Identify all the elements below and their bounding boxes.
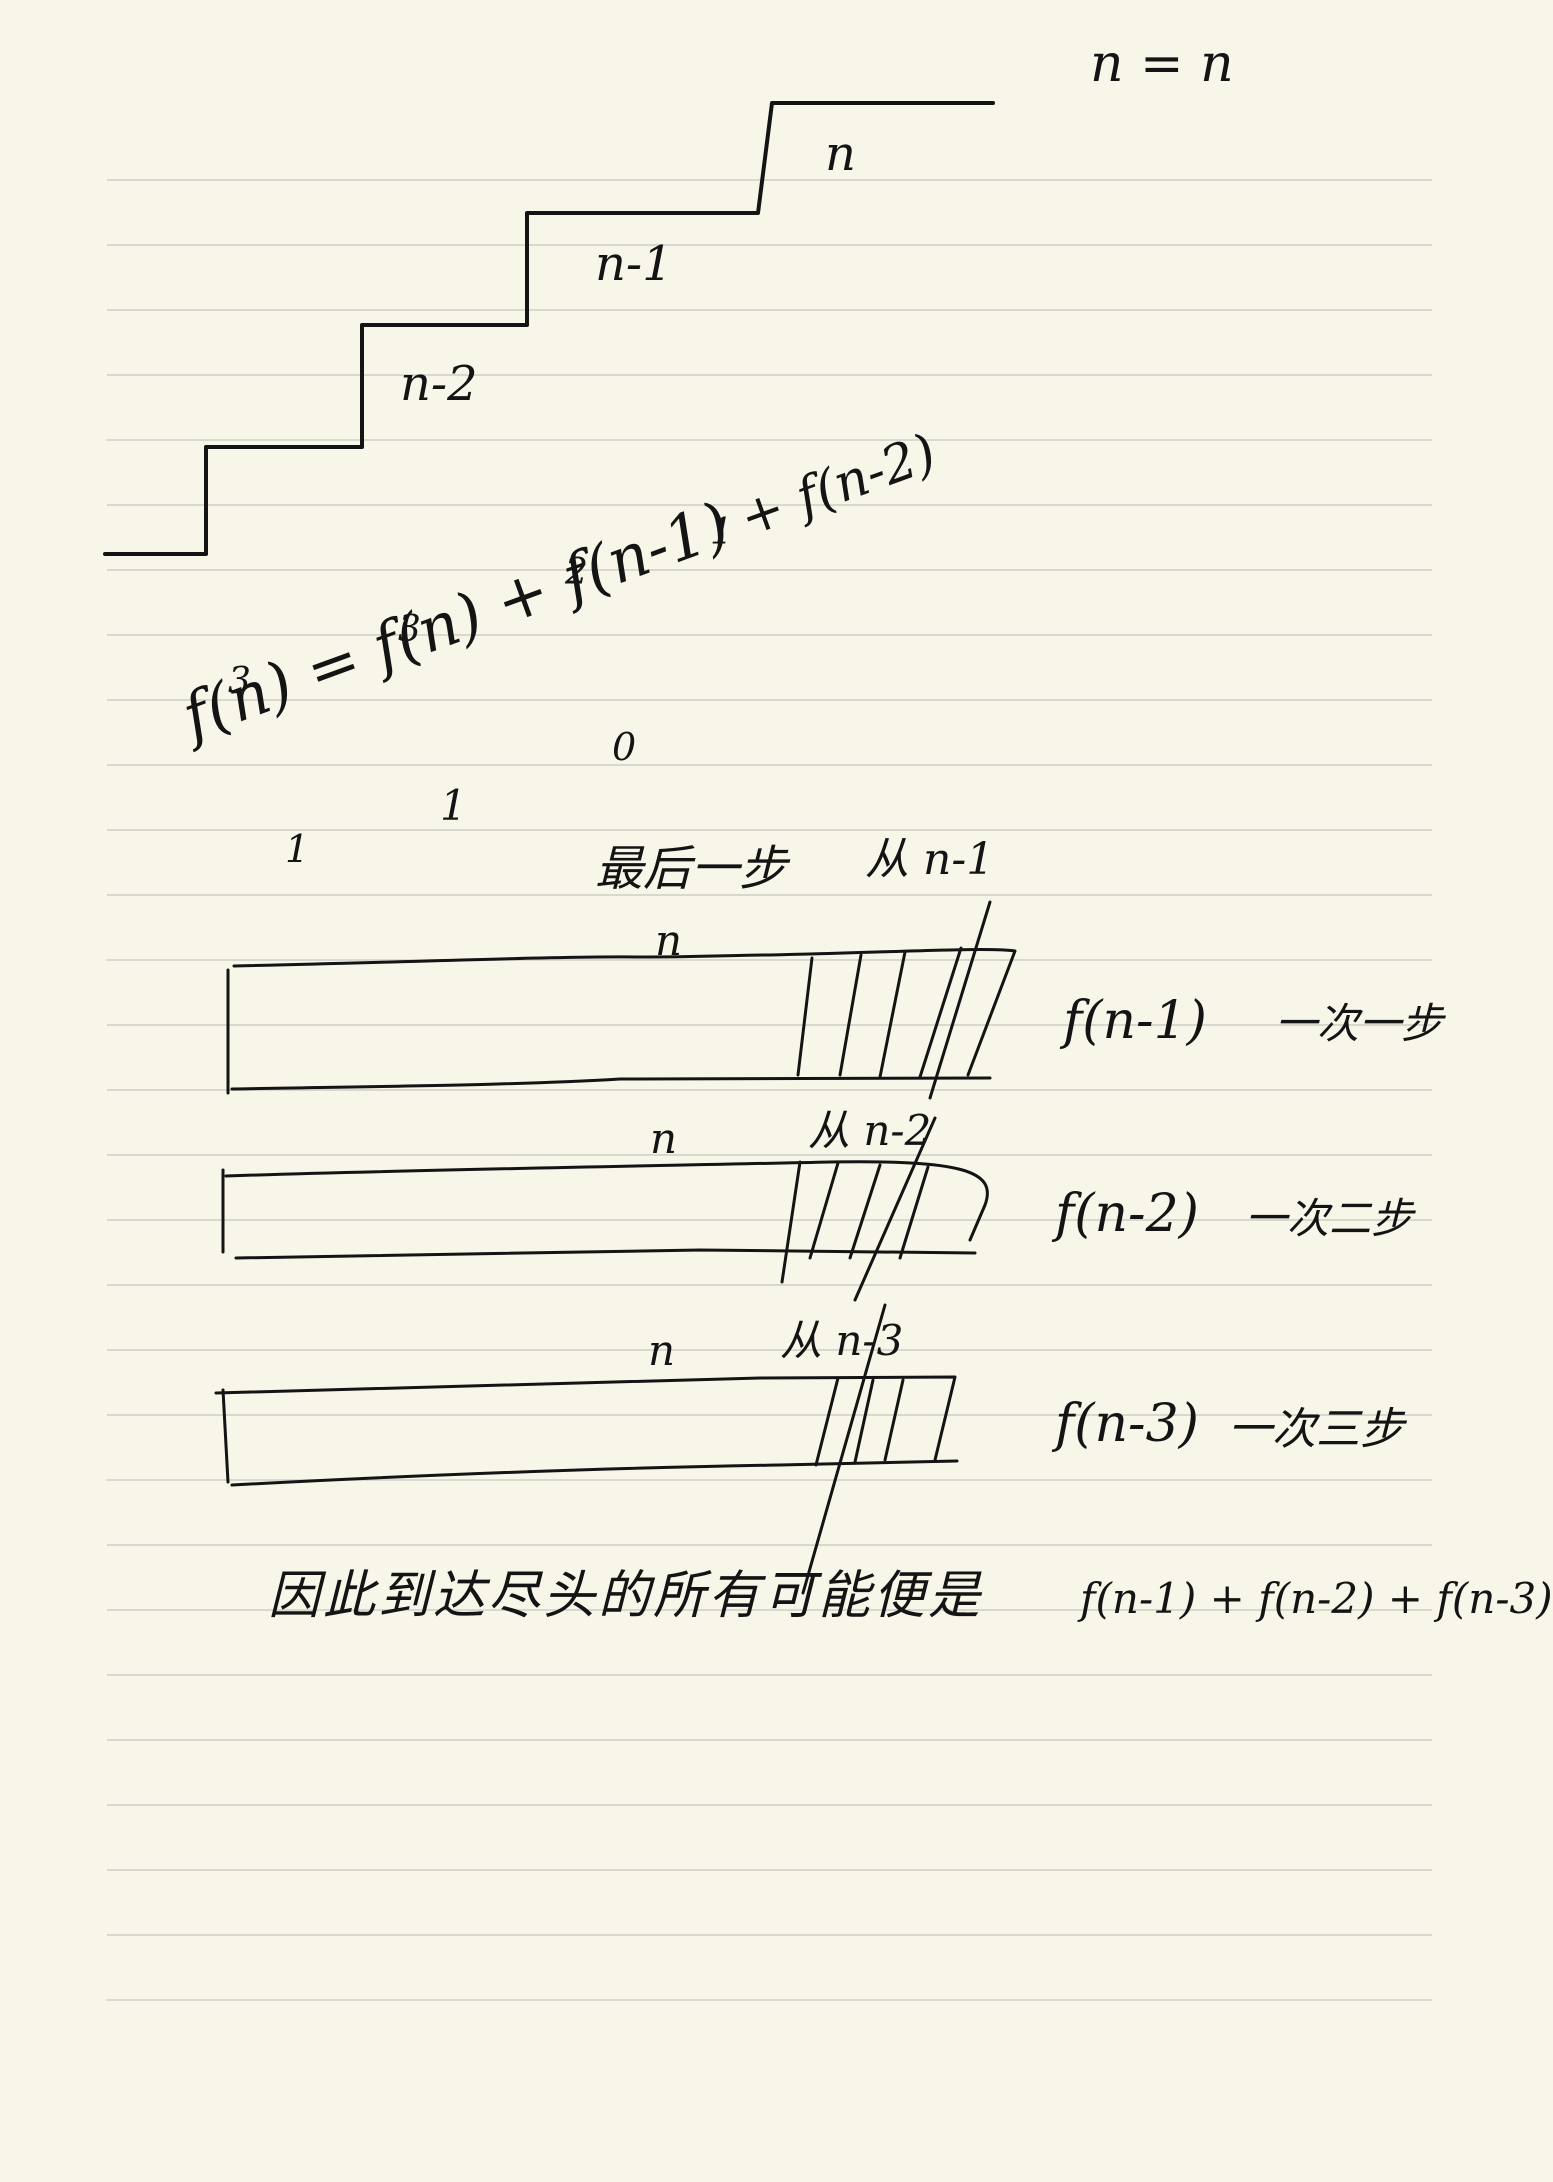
bar-2-top-edge [224,1160,989,1242]
step-label-n-2: n-2 [400,356,478,412]
bar-3-left-edge [221,1388,230,1484]
bar-1-hatch [796,946,963,1079]
bar-2-hatch [780,1160,930,1284]
bar-3-slash [801,1303,887,1595]
bottom-number-3: 0 [612,725,637,769]
staircase-outline [103,101,995,556]
bar-3-desc-f: f(n-3) [1055,1394,1199,1454]
bar-3-top-edge [214,1375,957,1462]
top-number-2: 3 [398,609,421,650]
top-number-4: 1 [710,512,733,553]
bar-3 [214,1303,959,1595]
top-number-1: 3 [228,661,251,702]
bar-2-desc-text: 一次二步 [1245,1194,1414,1243]
bar-1-from: 从 n-1 [865,834,995,885]
top-number-3: 2 [565,552,588,593]
bar-1-slash [928,900,992,1100]
conclusion-text: 因此到达尽头的所有可能便是 [268,1566,984,1626]
stair-equation: n = n [1090,34,1234,94]
bar-3-from: 从 n-3 [780,1316,904,1365]
last-step-label: 最后一步 [595,841,788,897]
step-label-n-1: n-1 [595,236,673,292]
bar-1 [226,900,1017,1100]
bar-3-bottom-edge [230,1459,959,1487]
bar-2 [221,1116,989,1302]
bar-1-desc-f: f(n-1) [1063,991,1207,1051]
bottom-number-2: 1 [440,781,467,830]
bar-3-desc-text: 一次三步 [1228,1404,1404,1455]
bar-2-desc-f: f(n-2) [1055,1184,1199,1244]
bar-1-top-edge [232,948,1017,1077]
bar-2-from: 从 n-2 [808,1106,932,1155]
bar-1-label: n [655,916,683,965]
conclusion-formula: f(n-1) + f(n-2) + f(n-3) [1080,1574,1553,1623]
bar-1-desc-text: 一次一步 [1275,999,1444,1048]
bar-3-label: n [648,1326,676,1375]
bar-2-label: n [650,1114,678,1163]
bar-2-bottom-edge [234,1248,977,1260]
bar-3-hatch [814,1376,905,1467]
step-label-n: n [825,126,856,182]
bar-1-bottom-edge [230,1076,992,1091]
bottom-number-1: 1 [285,827,310,871]
bar-2-slash [853,1116,937,1302]
